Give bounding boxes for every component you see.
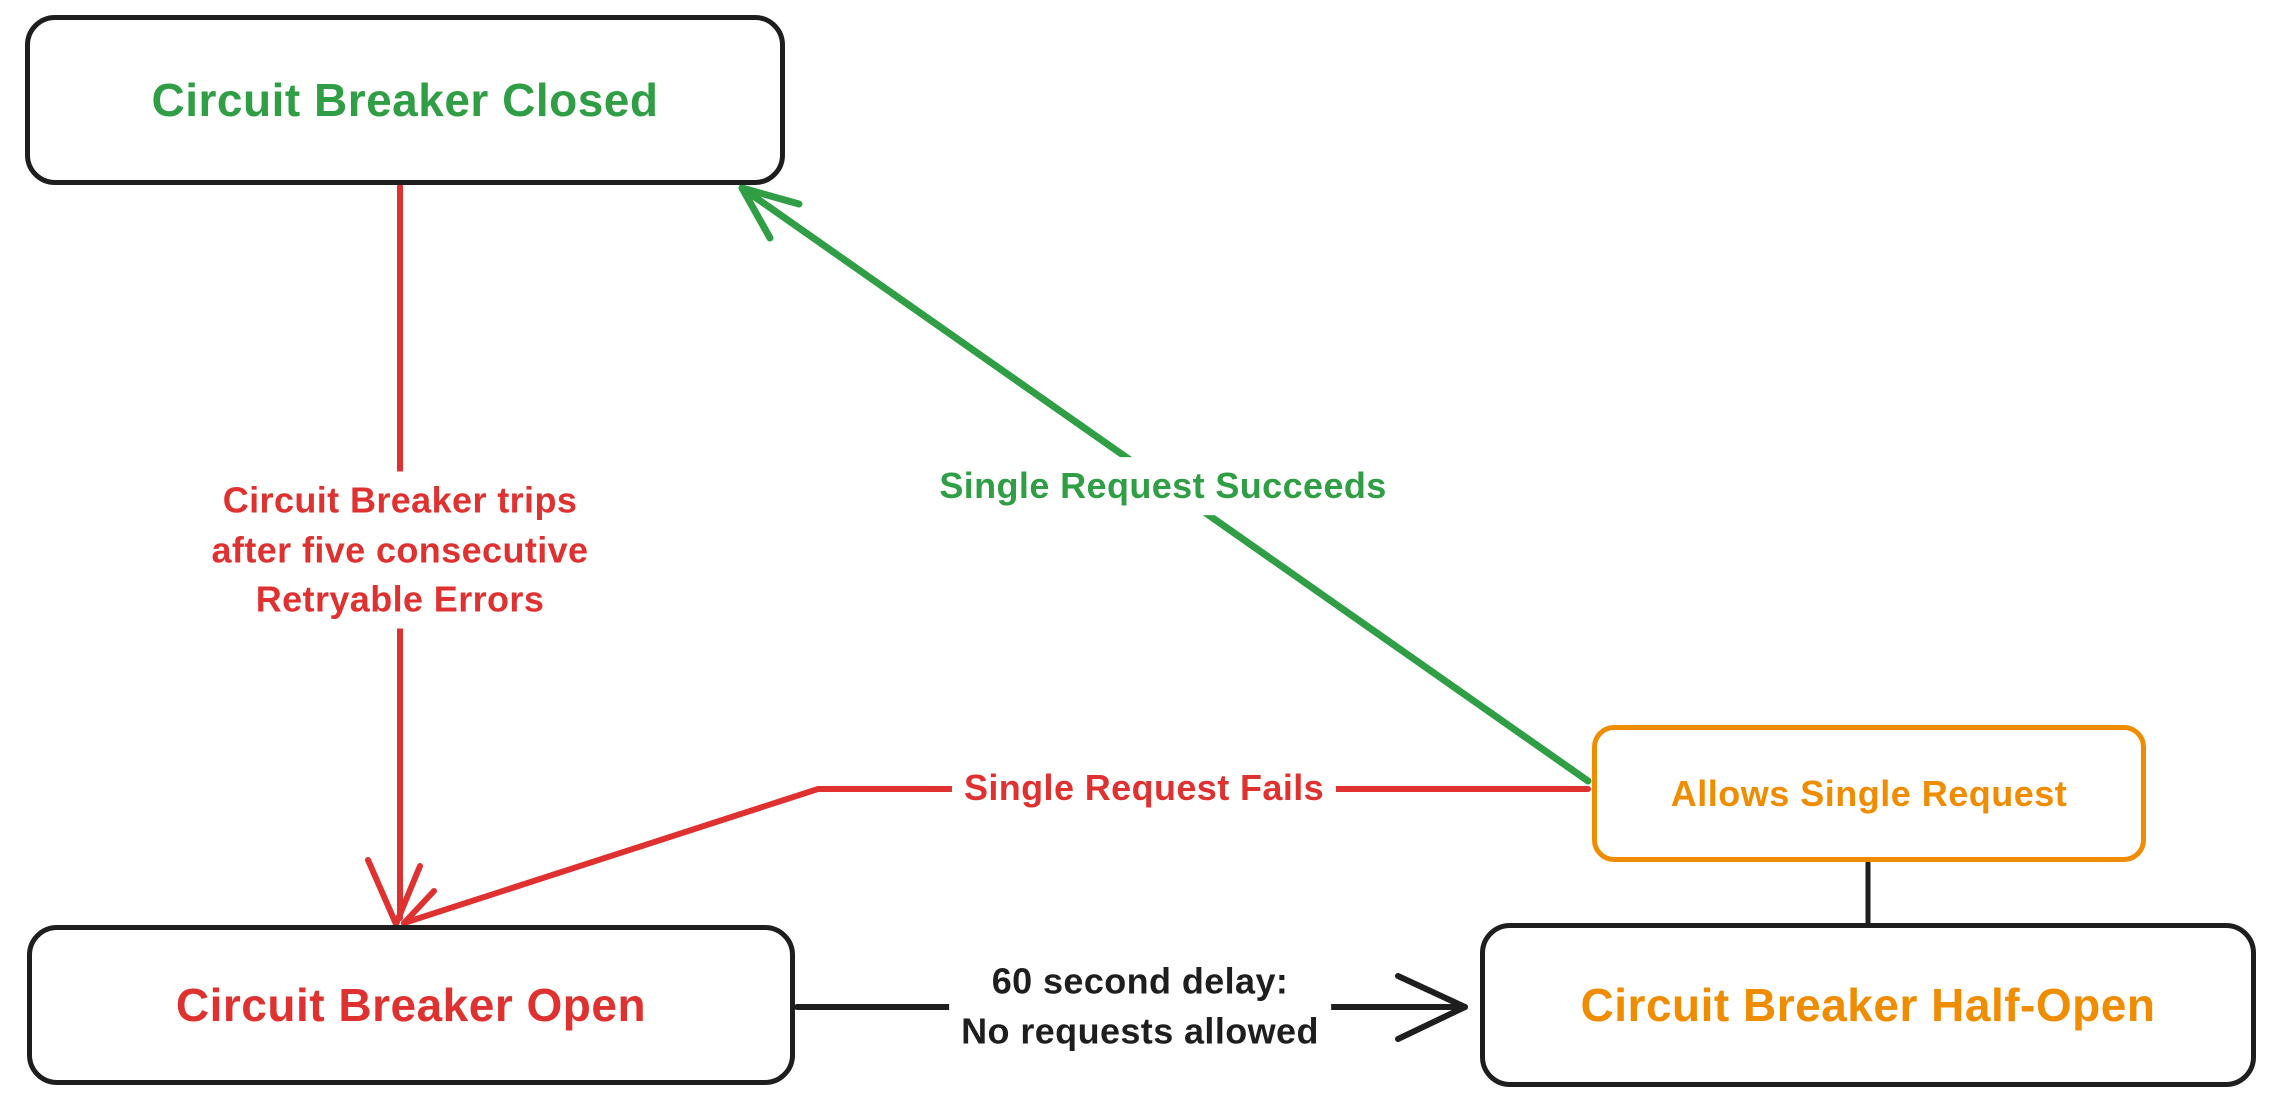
edge-label-single-request-succeeds: Single Request Succeeds (927, 457, 1399, 515)
state-circuit-breaker-open: Circuit Breaker Open (27, 925, 795, 1085)
edge-label-trip-line1: Circuit Breaker trips (222, 479, 578, 521)
state-circuit-breaker-half-open: Circuit Breaker Half-Open (1480, 923, 2256, 1087)
allows-single-request-label: Allows Single Request (1670, 772, 2068, 814)
edge-label-trip-line2: after five consecutive (211, 529, 589, 571)
edge-label-single-request-fails: Single Request Fails (951, 759, 1337, 817)
edge-label-trip: Circuit Breaker trips after five consecu… (199, 471, 601, 629)
state-closed-label: Circuit Breaker Closed (151, 74, 659, 126)
edge-label-delay-line2: No requests allowed (961, 1010, 1319, 1051)
edge-label-trip-line3: Retryable Errors (255, 578, 545, 620)
state-half-open-label: Circuit Breaker Half-Open (1580, 979, 2156, 1031)
edge-label-60-second-delay: 60 second delay: No requests allowed (949, 952, 1331, 1060)
edge-label-delay-line1: 60 second delay: (991, 960, 1289, 1002)
state-circuit-breaker-closed: Circuit Breaker Closed (25, 15, 785, 185)
node-allows-single-request: Allows Single Request (1592, 725, 2146, 862)
state-open-label: Circuit Breaker Open (175, 979, 647, 1031)
